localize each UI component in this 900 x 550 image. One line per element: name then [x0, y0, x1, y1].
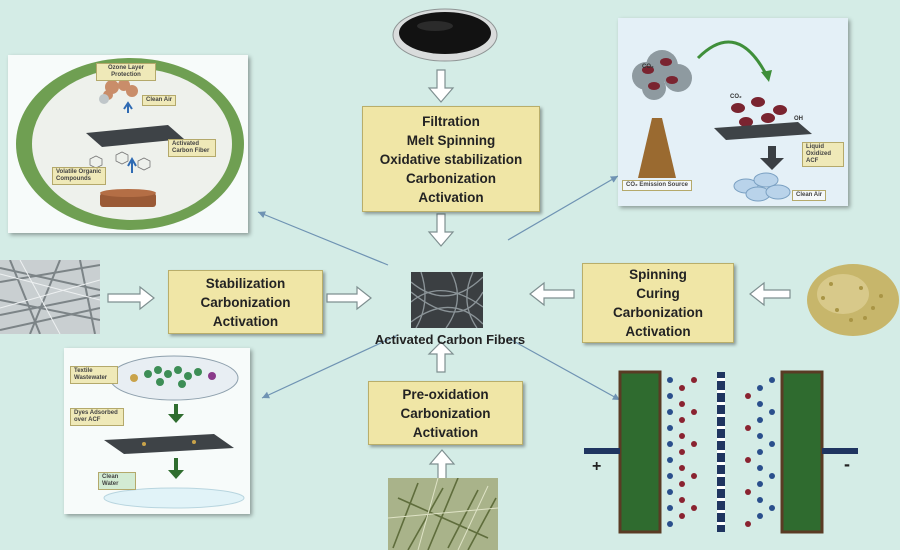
process-step: Stabilization	[205, 275, 286, 291]
emission-source-label: CO₂ Emission Source	[622, 180, 693, 191]
process-box-top: Filtration Melt Spinning Oxidative stabi…	[362, 106, 540, 212]
arrow-left-right-2	[749, 281, 791, 307]
co2-capture-panel: CO₂ CO₂ OH CO₂ Emission Source Liquid Ox…	[618, 18, 848, 206]
process-step: Carbonization	[400, 405, 491, 421]
co2-molecule-label: CO₂	[642, 64, 654, 70]
process-step: Carbonization	[613, 305, 703, 320]
acf-center-image	[411, 272, 483, 328]
process-step: Activation	[418, 189, 484, 205]
clean-air-label: Clean Air	[142, 95, 177, 106]
process-step: Spinning	[629, 267, 687, 282]
process-step: Melt Spinning	[406, 132, 496, 148]
process-step: Carbonization	[406, 170, 496, 186]
fiber-mesh-image	[0, 260, 100, 334]
process-box-bottom: Pre-oxidation Carbonization Activation	[368, 381, 523, 445]
positive-terminal-label: +	[592, 458, 602, 475]
process-step: Curing	[636, 286, 680, 301]
arrow-down-top-2	[427, 213, 455, 247]
process-step: Oxidative stabilization	[379, 151, 523, 167]
process-step: Pre-oxidation	[402, 386, 489, 402]
arrow-left-right-1	[529, 281, 575, 307]
arrow-down-top-1	[427, 69, 455, 103]
textile-label: Textile Wastewater	[70, 366, 118, 384]
negative-terminal-label: -	[844, 454, 850, 474]
arrow-to-co2-panel	[507, 175, 619, 241]
voc-label: Volatile Organic Compounds	[52, 167, 106, 185]
clean-water-label: Clean Water	[98, 472, 136, 490]
arrow-to-air-panel	[257, 211, 389, 266]
arrow-to-capacitor-panel	[507, 337, 621, 401]
arrow-right-left-1	[107, 285, 155, 311]
black-powder-dish	[392, 8, 498, 62]
co2-molecule-label: CO₂	[730, 94, 742, 100]
process-step: Activation	[212, 313, 279, 329]
granules-pile-image	[807, 264, 899, 336]
process-step: Activation	[625, 324, 691, 339]
acf-label: Activated Carbon Fiber	[168, 139, 216, 157]
process-step: Activation	[412, 424, 479, 440]
arrow-right-left-2	[326, 285, 372, 311]
arrow-to-water-panel	[261, 334, 399, 399]
process-box-left: Stabilization Carbonization Activation	[168, 270, 323, 334]
process-step: Carbonization	[200, 294, 291, 310]
process-step: Filtration	[422, 113, 480, 129]
arrow-up-center	[427, 341, 455, 373]
ozone-label: Ozone Layer Protection	[96, 63, 156, 81]
water-treatment-panel: Textile Wastewater Dyes Adsorbed over AC…	[64, 348, 250, 514]
process-box-right: Spinning Curing Carbonization Activation	[582, 263, 734, 343]
clean-air-label: Clean Air	[792, 190, 827, 201]
liquid-acf-label: Liquid Oxidized ACF	[802, 142, 844, 167]
air-purification-panel: Ozone Layer Protection Clean Air Activat…	[8, 55, 248, 233]
dry-grass-image	[388, 478, 498, 550]
oh-label: OH	[794, 116, 803, 122]
dyes-label: Dyes Adsorbed over ACF	[70, 408, 124, 426]
center-label: Activated Carbon Fibers	[374, 332, 526, 347]
supercapacitor-image	[584, 370, 858, 534]
